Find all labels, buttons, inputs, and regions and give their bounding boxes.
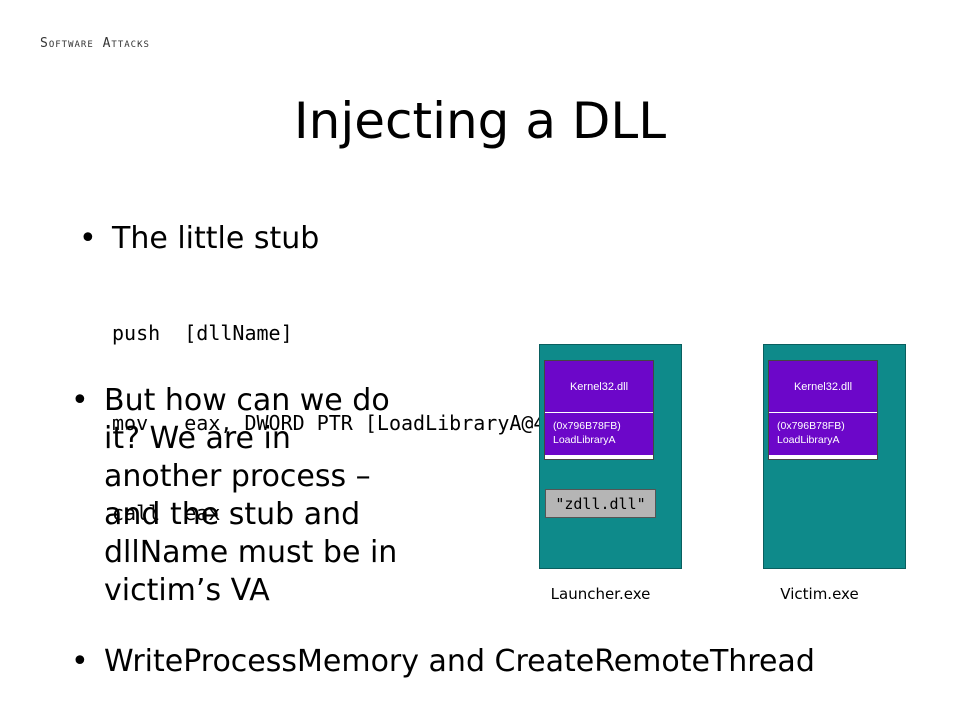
bullet-apis: • WriteProcessMemory and CreateRemoteThr… xyxy=(71,643,815,681)
bullet-how: • But how can we do it? We are in anothe… xyxy=(71,382,414,610)
bullet-marker: • xyxy=(71,644,89,679)
victim-address: (0x796B78FB) xyxy=(777,420,845,432)
victim-label: Victim.exe xyxy=(780,585,859,603)
bullet-how-text: But how can we do it? We are in another … xyxy=(104,383,398,608)
bullet-marker: • xyxy=(71,383,89,418)
launcher-address: (0x796B78FB) xyxy=(553,420,621,432)
victim-kernel32-box: Kernel32.dll (0x796B78FB) LoadLibraryA xyxy=(768,360,878,460)
launcher-dll-name: Kernel32.dll xyxy=(545,361,653,412)
launcher-dll-export: (0x796B78FB) LoadLibraryA xyxy=(545,413,653,455)
code-line: mov eax, DWORD PTR [LoadLibraryA@4] xyxy=(112,411,558,435)
code-line: call eax xyxy=(112,501,221,525)
launcher-process-block: Kernel32.dll (0x796B78FB) LoadLibraryA "… xyxy=(539,344,682,569)
bullet-apis-text: WriteProcessMemory and CreateRemoteThrea… xyxy=(104,644,815,679)
victim-dll-export: (0x796B78FB) LoadLibraryA xyxy=(769,413,877,455)
bullet-stub-text: The little stub xyxy=(112,221,320,256)
launcher-kernel32-box: Kernel32.dll (0x796B78FB) LoadLibraryA xyxy=(544,360,654,460)
dllname-string-box: "zdll.dll" xyxy=(545,489,656,518)
slide-title: Injecting a DLL xyxy=(293,92,667,150)
victim-dll-name: Kernel32.dll xyxy=(769,361,877,412)
code-block: push [dllName] mov eax, DWORD PTR [LoadL… xyxy=(112,258,558,588)
code-line: push [dllName] xyxy=(112,321,293,345)
victim-process-block: Kernel32.dll (0x796B78FB) LoadLibraryA xyxy=(763,344,906,569)
victim-function: LoadLibraryA xyxy=(777,434,840,446)
bullet-marker: • xyxy=(79,221,97,256)
launcher-label: Launcher.exe xyxy=(550,585,651,603)
slide-header: Software Attacks xyxy=(40,36,150,51)
launcher-function: LoadLibraryA xyxy=(553,434,616,446)
bullet-stub: • The little stub xyxy=(79,220,320,258)
